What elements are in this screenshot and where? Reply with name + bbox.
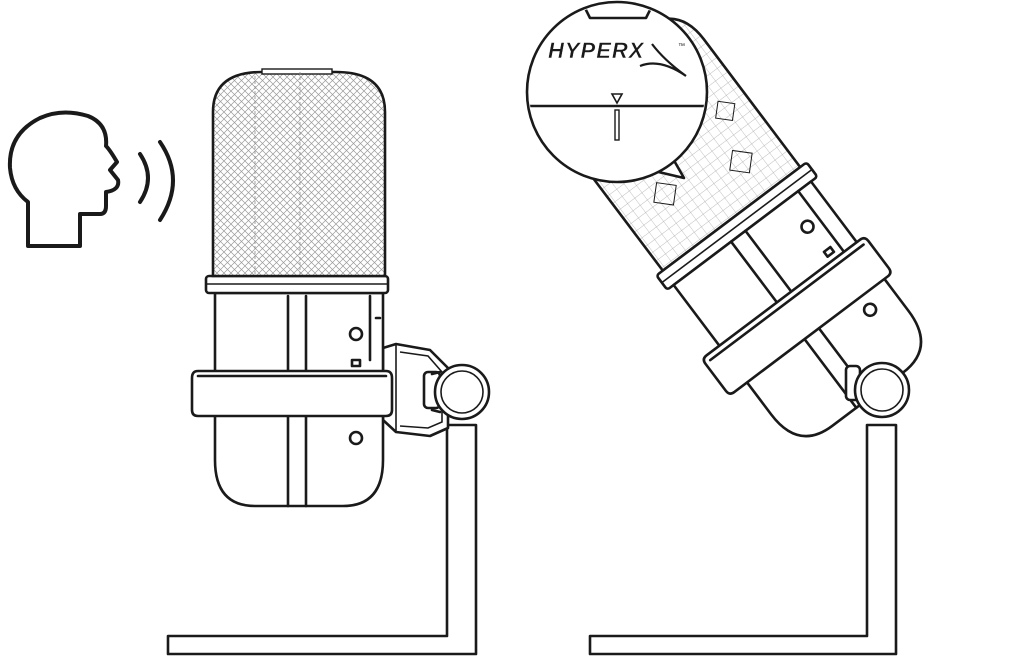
adjustment-knob-tilted xyxy=(844,361,911,419)
mount-band-tilted xyxy=(702,236,892,395)
stand-base-tilted xyxy=(588,423,898,656)
logo-text: HYPERX xyxy=(548,38,645,63)
logo-x-swoosh xyxy=(639,43,687,77)
mount-band xyxy=(190,369,394,418)
speaking-head-icon xyxy=(7,110,121,248)
detail-callout: HYPERX ™ xyxy=(525,0,709,184)
trademark-symbol: ™ xyxy=(678,43,685,50)
adjustment-knob xyxy=(422,363,491,421)
mic-button-top xyxy=(348,326,364,342)
mic-grille xyxy=(211,70,387,278)
alignment-line xyxy=(614,109,620,141)
mic-button-bottom xyxy=(348,430,364,446)
microphone-upright xyxy=(166,68,491,656)
alignment-marker-icon xyxy=(610,93,624,105)
hyperx-logo: HYPERX ™ xyxy=(548,38,687,77)
stand-base xyxy=(166,423,478,656)
sound-waves-icon xyxy=(138,140,175,222)
